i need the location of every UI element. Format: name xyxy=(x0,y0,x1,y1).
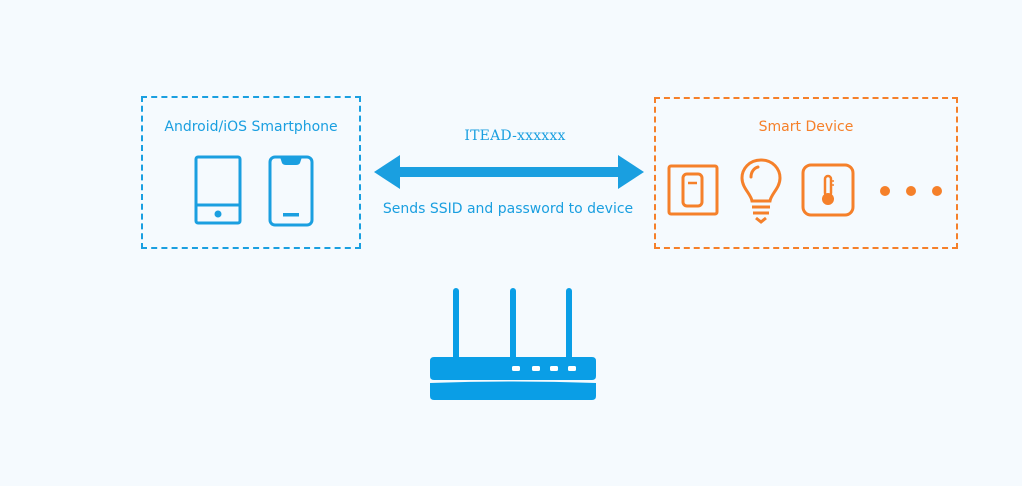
smart-device-box-title: Smart Device xyxy=(758,119,854,135)
bidirectional-arrow-icon xyxy=(374,155,644,189)
android-phone-icon xyxy=(194,155,242,225)
smart-device-box: Smart Device xyxy=(654,97,958,249)
wifi-router-icon xyxy=(430,288,596,400)
smartphone-box: Android/iOS Smartphone xyxy=(141,96,361,249)
connection-description: Sends SSID and password to device xyxy=(382,201,634,217)
thermometer-icon xyxy=(801,163,855,217)
iphone-icon xyxy=(268,155,314,227)
smartphone-box-title: Android/iOS Smartphone xyxy=(164,119,338,135)
ellipsis-icon xyxy=(880,186,942,196)
network-name-label: ITEAD-xxxxxx xyxy=(464,128,566,144)
wall-switch-icon xyxy=(667,164,719,216)
light-bulb-icon xyxy=(740,158,782,224)
